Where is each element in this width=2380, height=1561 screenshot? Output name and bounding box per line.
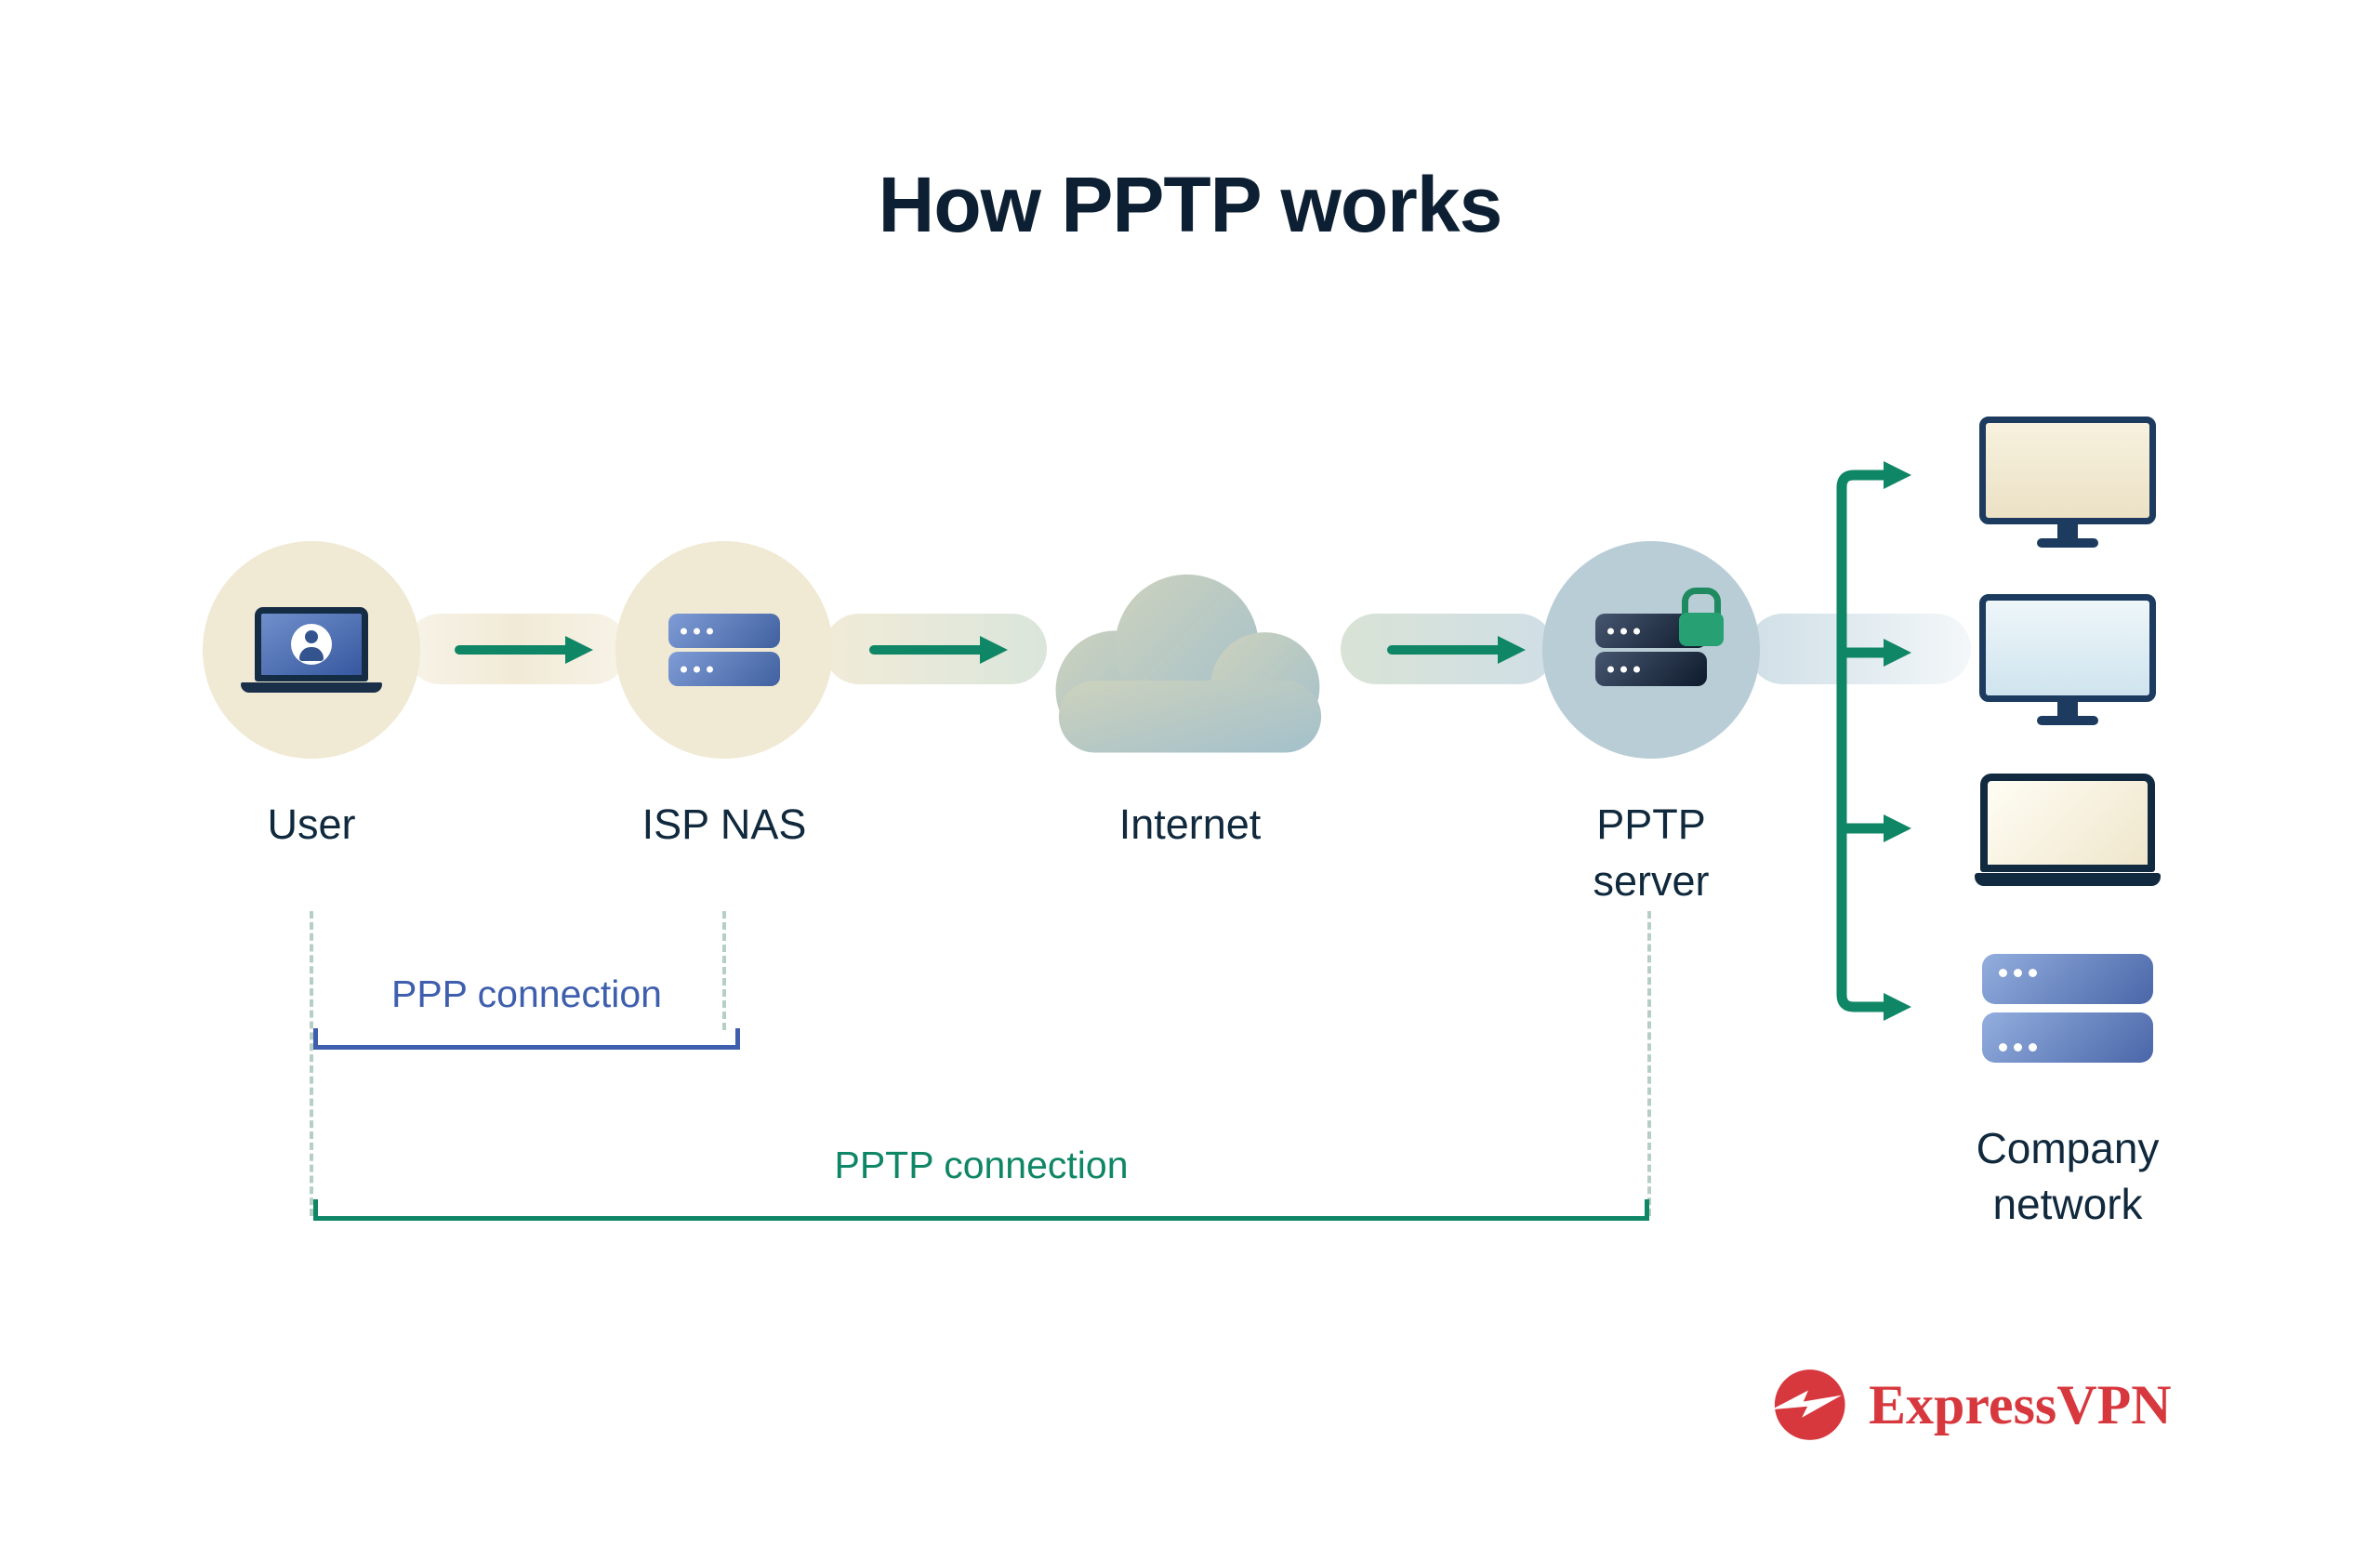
server-bar	[668, 614, 780, 648]
monitor-base	[2037, 716, 2098, 725]
isp-dashed-line	[722, 911, 726, 1030]
arrow-right-icon	[869, 636, 1008, 664]
arrow-right-icon	[1387, 636, 1526, 664]
monitor-stand	[2057, 524, 2078, 538]
user-avatar-icon	[291, 624, 332, 665]
user-label: User	[267, 800, 356, 848]
diagram-title: How PPTP works	[878, 161, 1503, 248]
isp-nas-label: ISP NAS	[641, 800, 807, 848]
company-network-label: Company network	[1976, 1124, 2160, 1228]
monitor-stand	[2057, 702, 2078, 716]
company-laptop-icon	[1975, 774, 2161, 886]
user-laptop-icon	[241, 607, 382, 693]
expressvpn-logo: ExpressVPN	[1768, 1365, 2172, 1445]
desktop-monitor-beige-icon	[1979, 417, 2156, 548]
internet-cloud-icon	[1055, 574, 1322, 753]
monitor-screen	[1979, 594, 2156, 702]
laptop-base	[241, 682, 382, 693]
internet-label: Internet	[1118, 800, 1262, 848]
pptp-dashed-line	[1647, 911, 1651, 1216]
pptp-connection-bracket	[313, 1199, 1649, 1221]
pptp-connection-span: PPTP connection	[313, 1144, 1649, 1221]
desktop-monitor-blue-icon	[1979, 594, 2156, 725]
user-dashed-line	[310, 911, 313, 1216]
pptp-server-node	[1542, 541, 1760, 759]
arrow-right-icon	[455, 636, 593, 664]
ppp-connection-span: PPP connection	[313, 972, 740, 1050]
company-server-icon	[1982, 954, 2153, 1071]
isp-nas-server-icon	[668, 610, 780, 690]
server-bar	[668, 652, 780, 686]
pptp-server-icon	[1595, 614, 1707, 686]
expressvpn-wordmark: ExpressVPN	[1869, 1373, 2172, 1435]
pptp-connection-label: PPTP connection	[834, 1144, 1129, 1186]
server-bar	[1982, 954, 2153, 1004]
monitor-base	[2037, 538, 2098, 548]
ppp-connection-bracket	[313, 1028, 740, 1050]
laptop-screen	[1980, 774, 2155, 872]
server-bar	[1982, 1012, 2153, 1063]
server-bar	[1595, 652, 1707, 686]
monitor-screen	[1979, 417, 2156, 524]
expressvpn-logo-icon	[1771, 1369, 1845, 1440]
ppp-connection-label: PPP connection	[390, 972, 662, 1015]
isp-nas-node	[615, 541, 833, 759]
laptop-base	[1975, 873, 2161, 886]
laptop-screen	[255, 607, 368, 681]
user-node	[203, 541, 420, 759]
pptp-server-label: PPTP server	[1593, 800, 1710, 905]
lock-icon	[1679, 588, 1724, 646]
company-network-connector	[1836, 461, 1911, 1021]
